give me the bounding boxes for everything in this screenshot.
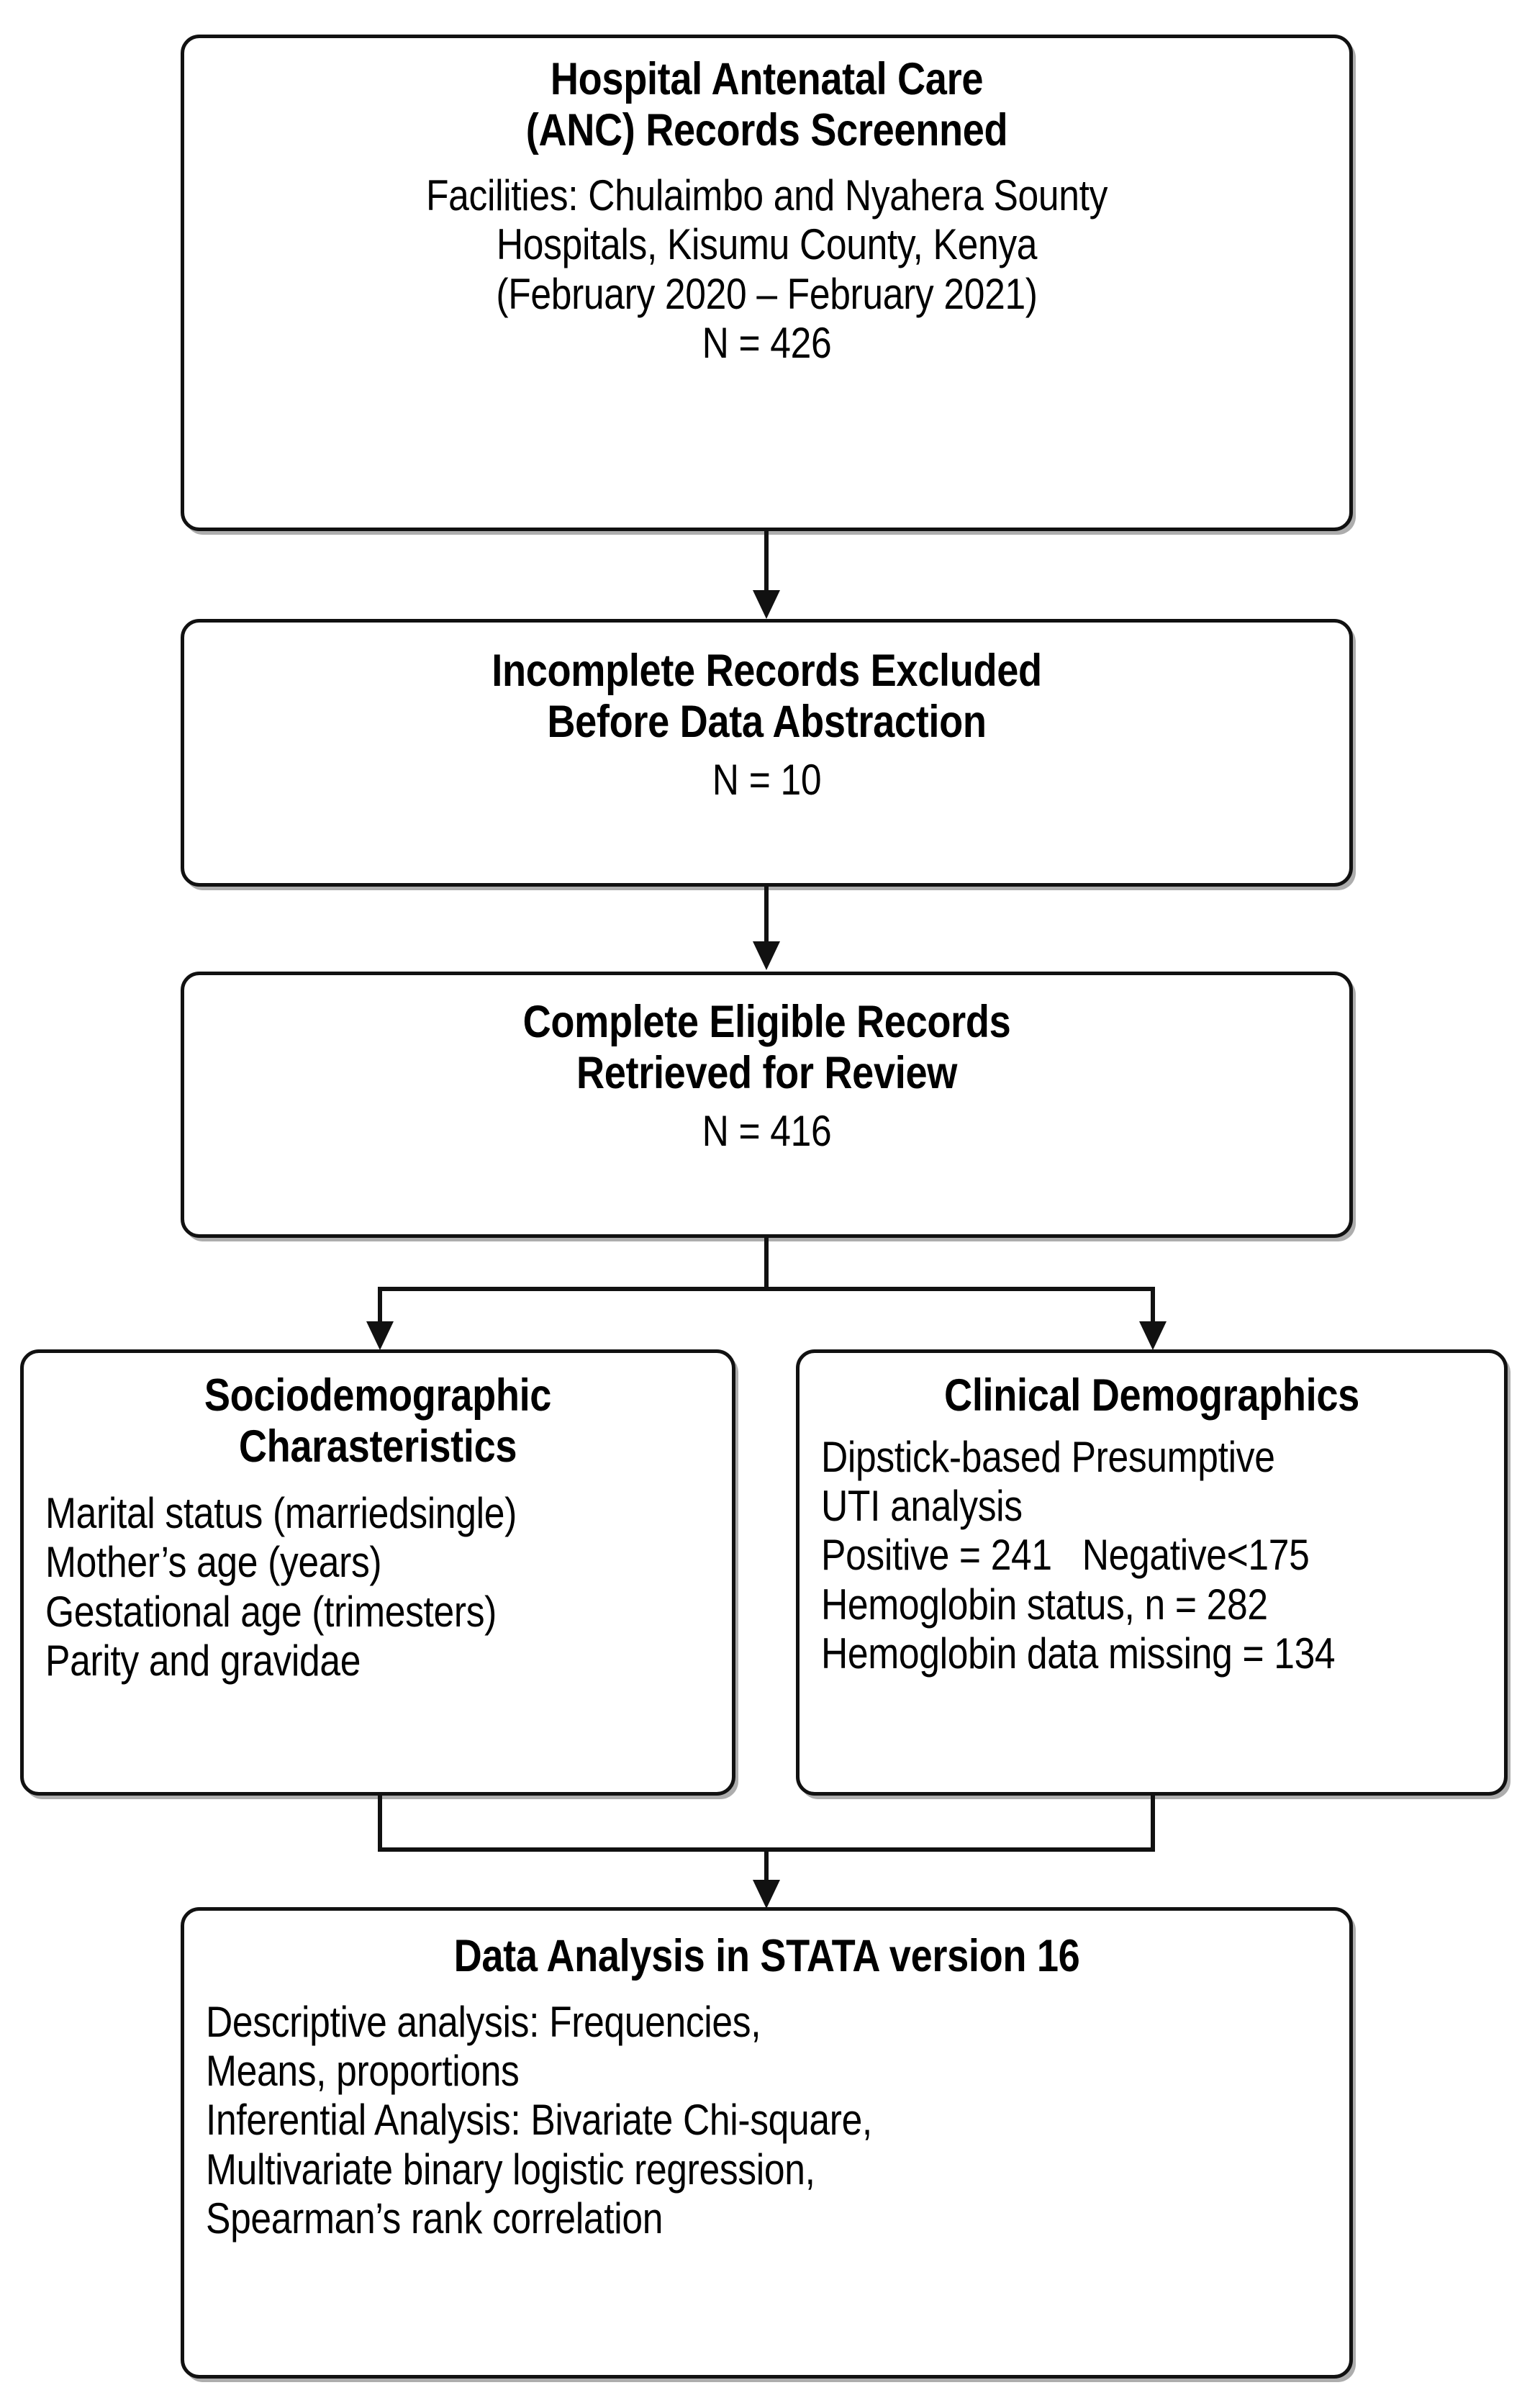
connector-split-right-drop: [1151, 1287, 1155, 1324]
arrowhead-split-to-sociodemographic: [366, 1321, 394, 1350]
node-clinical-demographics: Clinical Demographics Dipstick-based Pre…: [796, 1349, 1508, 1796]
node-data-analysis-body: Descriptive analysis: Frequencies, Means…: [206, 1997, 872, 2243]
node-records-screened-title: Hospital Antenatal Care (ANC) Records Sc…: [525, 54, 1008, 155]
connector-split-left-drop: [378, 1287, 382, 1324]
connector-eligible-split-bar: [378, 1287, 1155, 1291]
connector-clinical-riser: [1151, 1796, 1155, 1852]
node-sociodemographic-title: Sociodemographic Charasteristics: [204, 1370, 552, 1472]
connector-sociodemographic-riser: [378, 1796, 382, 1852]
node-records-screened-body: Facilities: Chulaimbo and Nyahera Sounty…: [425, 171, 1108, 368]
arrowhead-excluded-to-eligible: [753, 941, 780, 970]
connector-excluded-to-eligible: [764, 887, 769, 946]
node-clinical-demographics-body: Dipstick-based Presumptive UTI analysis …: [821, 1432, 1336, 1678]
node-complete-eligible: Complete Eligible Records Retrieved for …: [181, 972, 1353, 1238]
arrowhead-screened-to-excluded: [753, 590, 780, 619]
node-incomplete-excluded-body: N = 10: [712, 756, 822, 805]
node-incomplete-excluded: Incomplete Records Excluded Before Data …: [181, 619, 1353, 887]
node-complete-eligible-body: N = 416: [702, 1107, 832, 1156]
node-data-analysis: Data Analysis in STATA version 16 Descri…: [181, 1907, 1353, 2379]
connector-eligible-split-stem: [764, 1238, 769, 1291]
node-clinical-demographics-title: Clinical Demographics: [944, 1370, 1359, 1421]
connector-merge-to-analysis: [764, 1847, 769, 1885]
connector-screened-to-excluded: [764, 531, 769, 594]
node-data-analysis-title: Data Analysis in STATA version 16: [453, 1931, 1080, 1981]
arrowhead-split-to-clinical: [1139, 1321, 1167, 1350]
arrowhead-merge-to-analysis: [753, 1880, 780, 1909]
node-incomplete-excluded-title: Incomplete Records Excluded Before Data …: [492, 646, 1042, 747]
node-sociodemographic: Sociodemographic Charasteristics Marital…: [20, 1349, 735, 1796]
node-sociodemographic-body: Marital status (marriedsingle) Mother’s …: [45, 1489, 517, 1685]
node-records-screened: Hospital Antenatal Care (ANC) Records Sc…: [181, 35, 1353, 531]
node-complete-eligible-title: Complete Eligible Records Retrieved for …: [522, 997, 1011, 1098]
